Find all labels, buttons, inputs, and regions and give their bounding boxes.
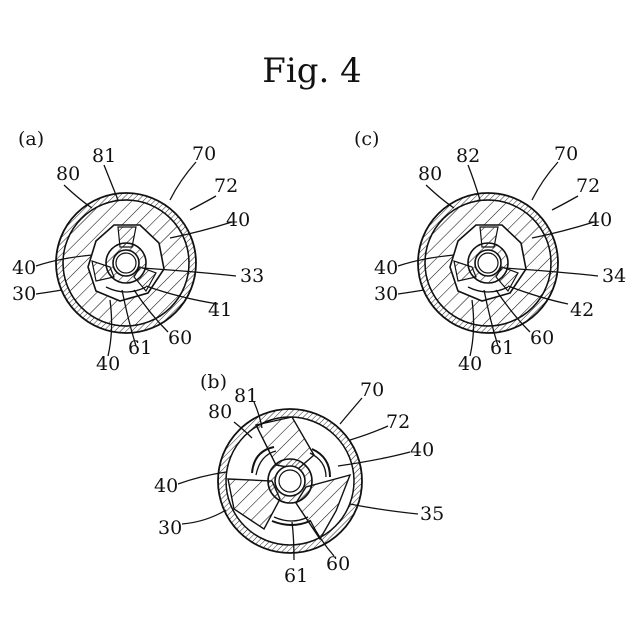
label-40-left: 40 (374, 257, 398, 279)
label-40-right: 40 (410, 439, 434, 461)
label-70: 70 (360, 379, 384, 401)
panel-b-tag: (b) (200, 371, 227, 393)
label-30: 30 (374, 283, 398, 305)
panel-c-tag: (c) (354, 128, 379, 150)
panel-c-cross-section (418, 193, 558, 333)
label-72: 72 (214, 175, 238, 197)
label-72: 72 (386, 411, 410, 433)
label-80: 80 (208, 401, 232, 423)
label-41: 41 (208, 299, 232, 321)
label-42: 42 (570, 299, 594, 321)
label-60: 60 (168, 327, 192, 349)
panel-a-cross-section (56, 193, 196, 333)
label-40-right: 40 (588, 209, 612, 231)
label-81: 81 (92, 145, 116, 167)
label-40-left: 40 (154, 475, 178, 497)
label-40-bottom: 40 (458, 353, 482, 375)
label-61: 61 (284, 565, 308, 587)
panel-b-cross-section (218, 409, 362, 553)
label-35: 35 (420, 503, 444, 525)
figure-title: Fig. 4 (262, 51, 361, 91)
label-70: 70 (192, 143, 216, 165)
label-40-right: 40 (226, 209, 250, 231)
label-60: 60 (326, 553, 350, 575)
panel-b: (b) (154, 371, 444, 587)
label-60: 60 (530, 327, 554, 349)
label-40-left: 40 (12, 257, 36, 279)
label-40-bottom: 40 (96, 353, 120, 375)
label-30: 30 (12, 283, 36, 305)
label-81: 81 (234, 385, 258, 407)
panel-a: (a) 80 81 70 72 40 40 33 30 41 60 61 (12, 128, 264, 375)
label-33: 33 (240, 265, 264, 287)
label-80: 80 (418, 163, 442, 185)
label-61: 61 (128, 337, 152, 359)
panel-a-tag: (a) (18, 128, 44, 150)
panel-c: (c) 80 82 70 72 40 40 34 30 42 60 61 40 (354, 128, 626, 375)
label-34: 34 (602, 265, 626, 287)
label-80: 80 (56, 163, 80, 185)
label-61: 61 (490, 337, 514, 359)
label-82: 82 (456, 145, 480, 167)
label-70: 70 (554, 143, 578, 165)
label-72: 72 (576, 175, 600, 197)
label-30: 30 (158, 517, 182, 539)
